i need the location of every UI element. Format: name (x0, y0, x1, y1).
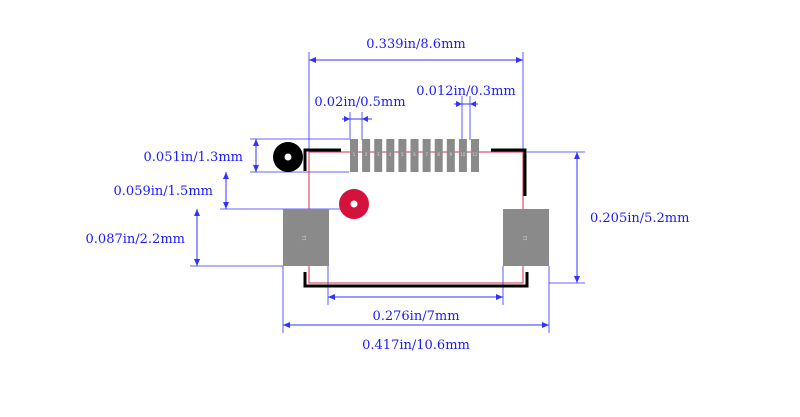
signal-pad-label: 11 (472, 152, 478, 157)
signal-pad-label: 2 (365, 152, 368, 157)
dim-mount-pad-inner-width: 0.276in/7mm (372, 309, 459, 324)
dim-body-height: 0.205in/5.2mm (590, 211, 689, 226)
signal-pad-7 (422, 139, 431, 172)
pin1-silkscreen-dot-center-icon (284, 153, 292, 161)
mount-pad-left (283, 209, 329, 266)
signal-pad-1 (350, 139, 358, 172)
dim-pin-width: 0.012in/0.3mm (416, 84, 515, 99)
signal-pad-8 (434, 139, 443, 172)
dim-mount-pad-height: 0.087in/2.2mm (86, 232, 185, 247)
dim-pin-pitch: 0.02in/0.5mm (314, 95, 405, 110)
signal-pad-label: 5 (401, 152, 404, 157)
signal-pad-9 (446, 139, 455, 172)
dim-pin-length: 0.051in/1.3mm (144, 150, 243, 165)
signal-pad-label: 8 (437, 152, 440, 157)
signal-pad-label: 7 (425, 152, 428, 157)
signal-pad-6 (410, 139, 419, 172)
silkscreen-outline (303, 148, 529, 288)
signal-pad-label: 10 (460, 152, 466, 157)
signal-pad-5 (398, 139, 407, 172)
dim-pin-to-mount-gap: 0.059in/1.5mm (114, 184, 213, 199)
signal-pad-11 (471, 139, 479, 172)
pin1-marker-center-icon (350, 200, 358, 208)
signal-pad-label: 3 (377, 152, 380, 157)
dim-overall-pitch-width: 0.339in/8.6mm (366, 37, 465, 52)
signal-pad-10 (458, 139, 467, 172)
dim-overall-width: 0.417in/10.6mm (362, 338, 470, 353)
mount-pad-right (503, 209, 549, 266)
dimension-lines (194, 57, 580, 328)
mount-pad-left-label: 13 (302, 235, 307, 241)
signal-pad-label: 6 (413, 152, 416, 157)
signal-pad-2 (362, 139, 371, 172)
signal-pad-4 (386, 139, 395, 172)
signal-pad-3 (374, 139, 383, 172)
mount-pad-right-label: 12 (523, 235, 528, 241)
signal-pads: 1 2 3 4 5 6 7 8 9 10 11 (350, 139, 479, 172)
signal-pad-label: 1 (353, 152, 356, 157)
signal-pad-label: 4 (389, 152, 392, 157)
signal-pad-label: 9 (450, 152, 453, 157)
